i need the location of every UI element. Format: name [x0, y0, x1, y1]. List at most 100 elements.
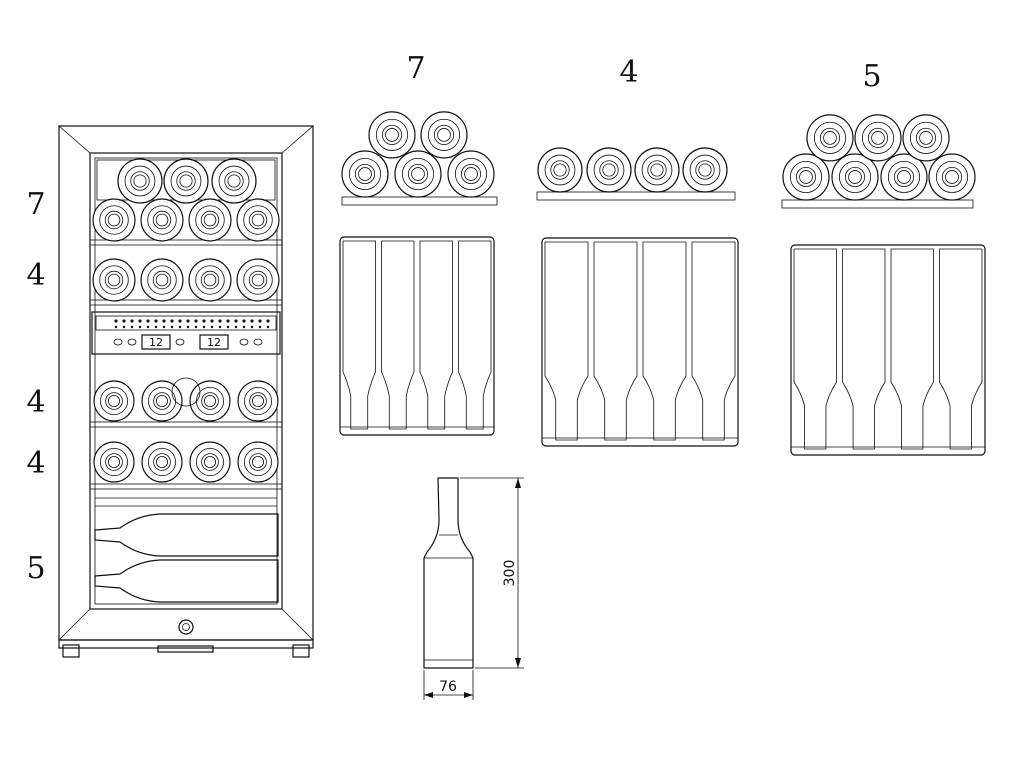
- foot-right: [292, 644, 310, 658]
- rack-base: [341, 196, 498, 206]
- vent-dot: [170, 319, 174, 323]
- vent-dot: [218, 325, 222, 329]
- bottle-top-view: [842, 248, 886, 450]
- shelf-tray: [790, 244, 986, 456]
- fridge-front-view: 12 12: [58, 125, 314, 658]
- vent-dots: [114, 319, 270, 329]
- vent-dot: [210, 319, 214, 323]
- zone-label-4: 4: [26, 446, 45, 481]
- rack-base: [536, 191, 736, 201]
- display-right: [199, 334, 229, 350]
- vent-dot: [138, 325, 142, 329]
- control-buttons: [113, 338, 263, 346]
- vent-dot: [218, 319, 222, 323]
- config-label-2: 4: [619, 55, 638, 90]
- vent-dot: [162, 325, 166, 329]
- bottle-end: [902, 114, 950, 162]
- config-label-1: 7: [406, 51, 425, 86]
- control-button: [175, 338, 185, 346]
- fan-icon: [171, 377, 201, 407]
- vent-dot: [146, 319, 150, 323]
- shelf-tray: [339, 236, 495, 436]
- bottle-end: [537, 147, 583, 193]
- foot-left: [62, 644, 80, 658]
- display-right-text: 12: [207, 336, 221, 349]
- fridge-shelf: [89, 299, 283, 306]
- bottle-end: [188, 258, 232, 302]
- fridge-shelf: [89, 421, 283, 428]
- vent-dot: [250, 325, 254, 329]
- bottle-end: [682, 147, 728, 193]
- vent-dot: [226, 319, 230, 323]
- vent-dot: [202, 319, 206, 323]
- control-button: [239, 338, 249, 346]
- config-front-3: [781, 114, 976, 209]
- vent-dot: [202, 325, 206, 329]
- control-panel: 12 12: [91, 311, 281, 355]
- bottle-end: [140, 198, 184, 242]
- bottle-end: [237, 380, 279, 422]
- kick-plate: [157, 645, 214, 653]
- display-left: [141, 334, 171, 350]
- shelf-tray: [541, 237, 739, 447]
- config-top-3: [790, 244, 986, 456]
- vent-dot: [178, 325, 182, 329]
- rack-base: [781, 199, 974, 209]
- vent-dot: [122, 319, 126, 323]
- bottle-top-view: [939, 248, 983, 450]
- bottle-end: [189, 380, 231, 422]
- vent-dot: [130, 319, 134, 323]
- bottle-end: [189, 441, 231, 483]
- vent-dot: [186, 319, 190, 323]
- bottle-end: [236, 258, 280, 302]
- bottle-end: [586, 147, 632, 193]
- bottle-end: [237, 441, 279, 483]
- bottle-end: [341, 150, 389, 198]
- vent-dot: [122, 325, 126, 329]
- config-label-3: 5: [862, 59, 881, 94]
- fridge-bottle-ends: [92, 158, 280, 483]
- vent-dot: [250, 319, 254, 323]
- bottle-end: [928, 153, 976, 201]
- bottle-top-view: [419, 240, 453, 430]
- vent-dot: [162, 319, 166, 323]
- config-top-2: [541, 237, 739, 447]
- bottle-top-view: [793, 248, 837, 450]
- bottle-end: [831, 153, 879, 201]
- bottle-end: [447, 150, 495, 198]
- bottle-end: [93, 441, 135, 483]
- vent-dot: [242, 325, 246, 329]
- bottle-end: [236, 198, 280, 242]
- lower-zone-bottles: [94, 497, 279, 603]
- vent-dot: [234, 319, 238, 323]
- bottle-dimension-drawing: 300 76: [423, 477, 524, 700]
- bottle-end: [368, 111, 416, 159]
- bottle-end: [806, 114, 854, 162]
- vent-dot: [258, 325, 262, 329]
- bottle-end: [188, 198, 232, 242]
- bottle-end: [163, 158, 209, 204]
- vent-dot: [170, 325, 174, 329]
- bottle-end: [634, 147, 680, 193]
- vent-dot: [226, 325, 230, 329]
- vent-dot: [210, 325, 214, 329]
- bottle-end: [211, 158, 257, 204]
- bottle-end: [93, 380, 135, 422]
- bottle-end: [854, 114, 902, 162]
- control-button: [113, 338, 123, 346]
- fridge-glass-panel: [89, 152, 283, 610]
- vent-dot: [138, 319, 142, 323]
- vent-dot: [114, 325, 118, 329]
- zone-label-3: 4: [26, 385, 45, 420]
- vent-dot: [194, 319, 198, 323]
- fridge-shelf: [89, 483, 283, 490]
- display-left-text: 12: [149, 336, 163, 349]
- bottle-end: [140, 258, 184, 302]
- bottle-end: [420, 111, 468, 159]
- vent-dot: [186, 325, 190, 329]
- bottle-end: [92, 198, 136, 242]
- bottle-top-view: [642, 241, 687, 441]
- vent-dot: [234, 325, 238, 329]
- bottle-top-view: [342, 240, 376, 430]
